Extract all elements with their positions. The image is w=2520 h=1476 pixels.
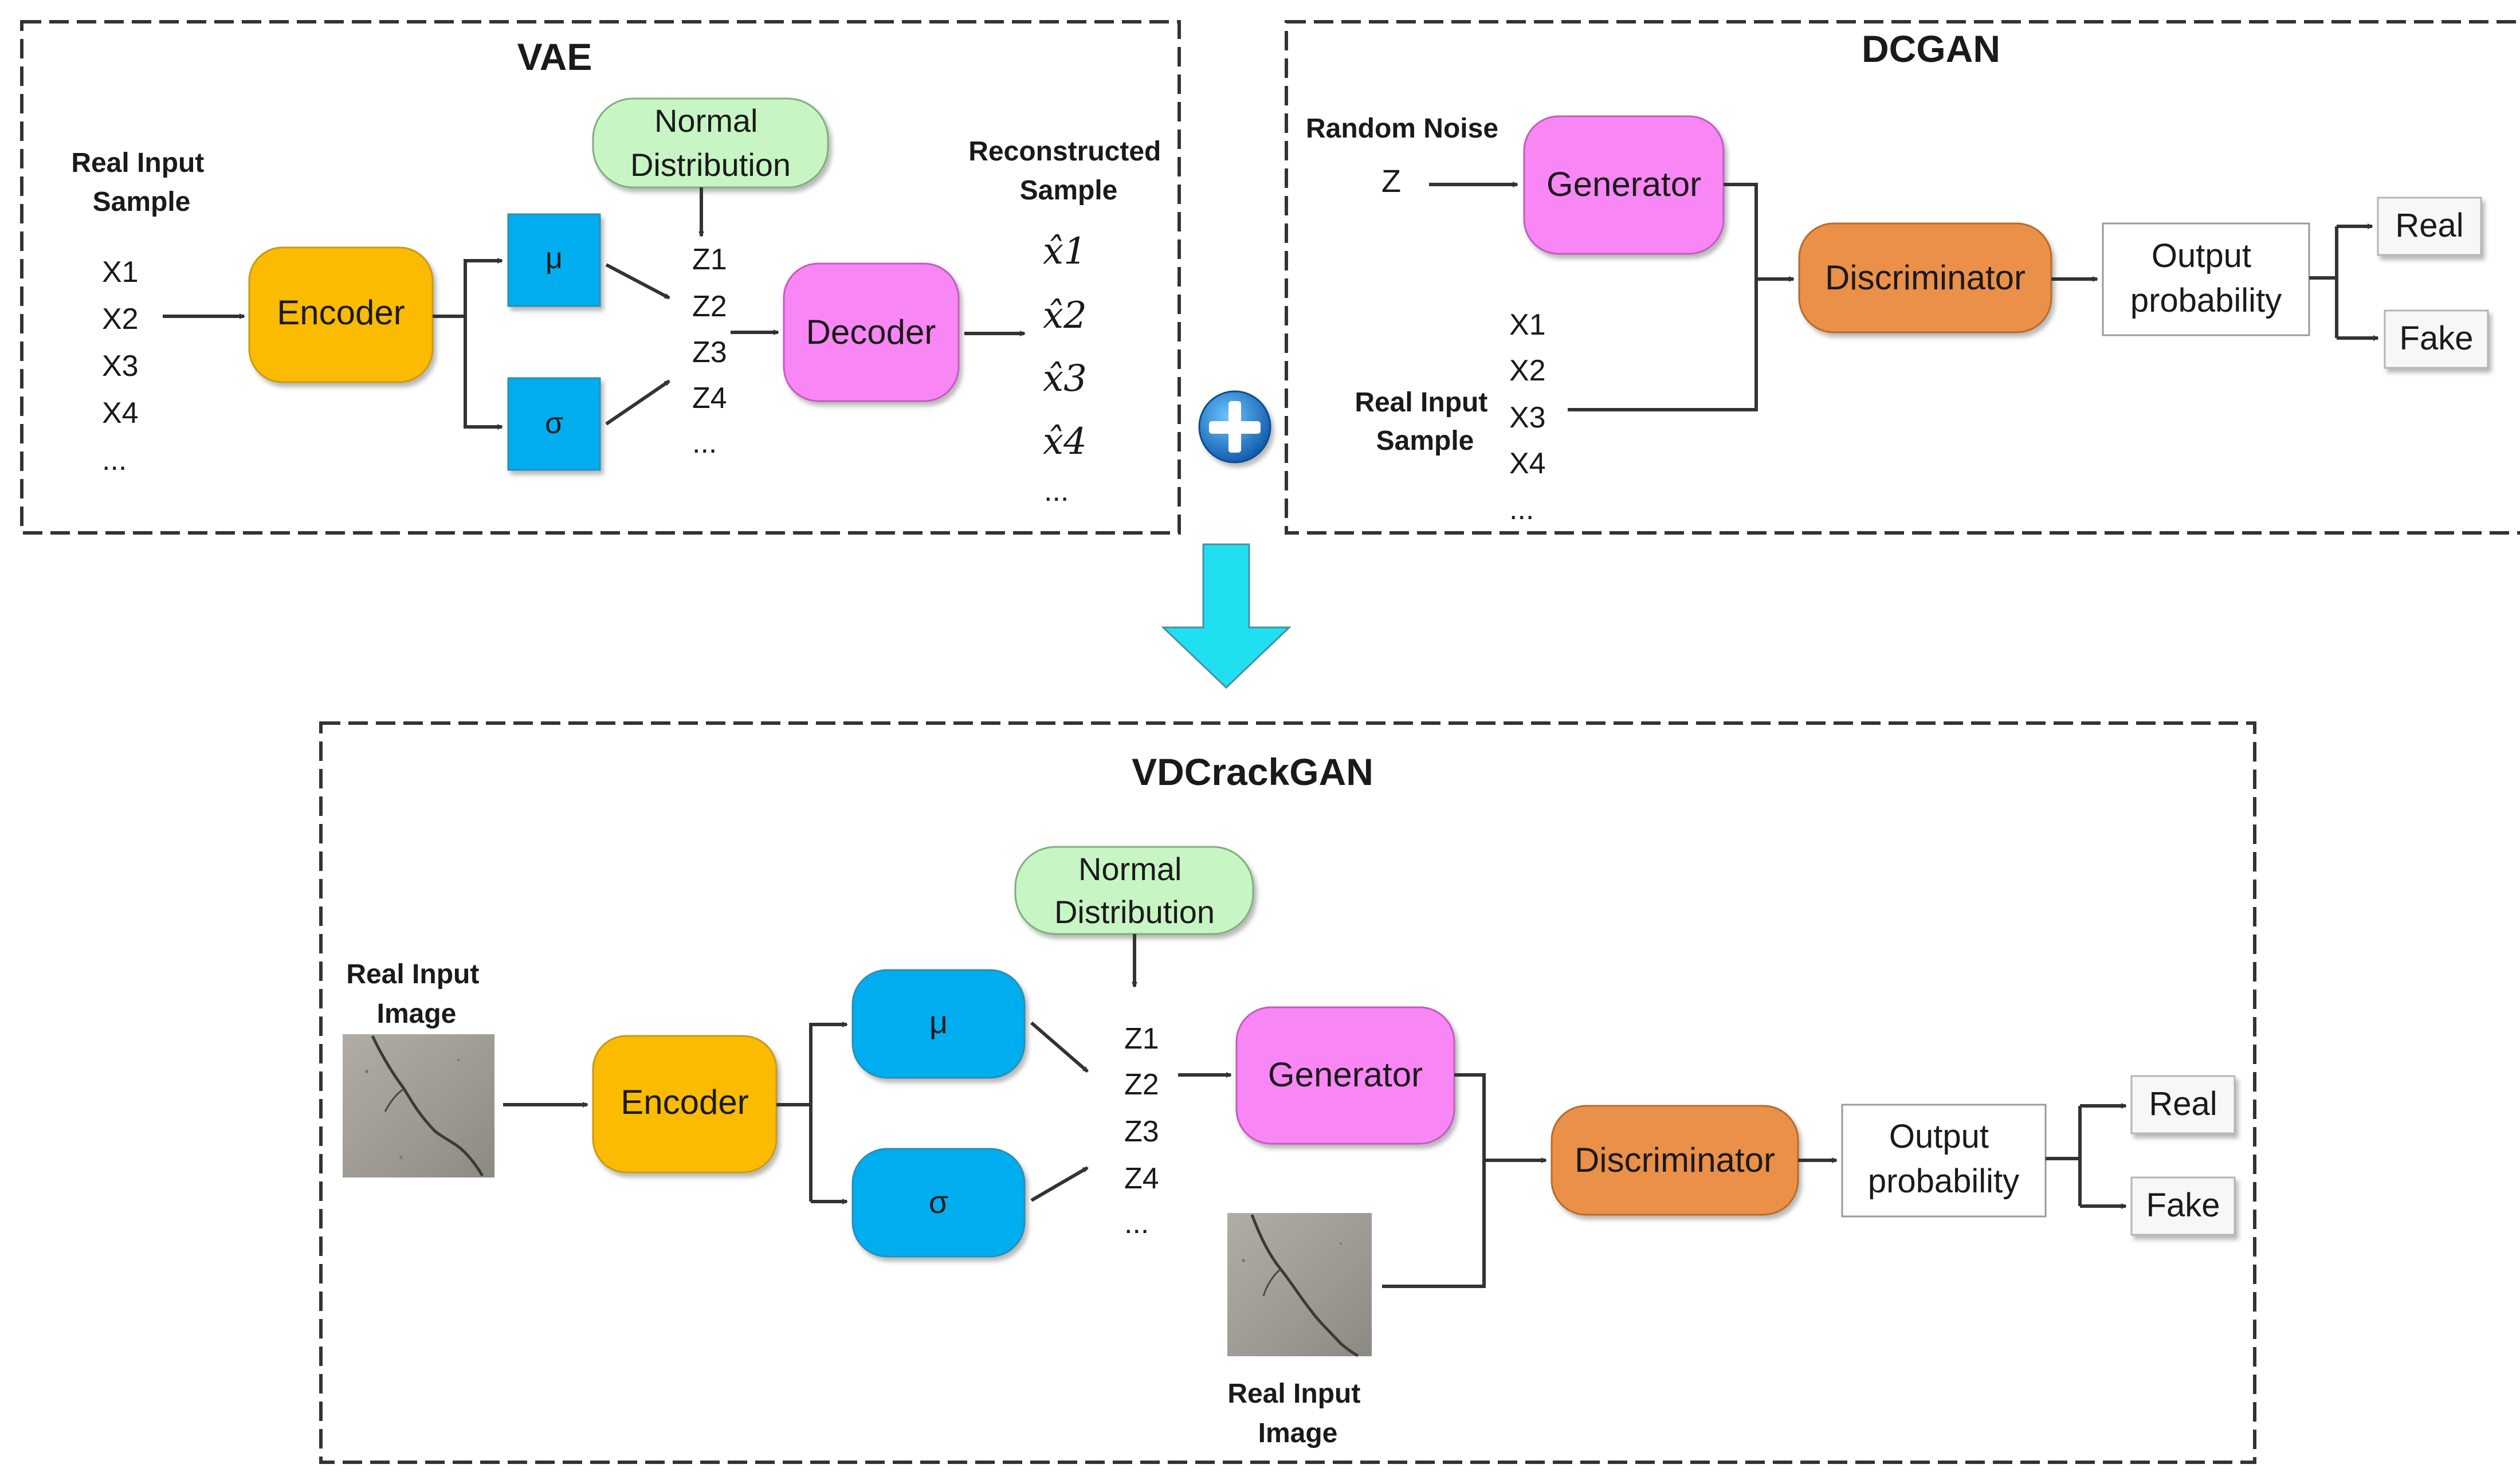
vae-decoder-box: [783, 262, 960, 402]
dcgan-real-label: Real: [2395, 207, 2463, 244]
plus-icon: [1198, 390, 1271, 464]
dcgan-fake-box: [2384, 309, 2489, 369]
vdc-sigma-box: [851, 1148, 1026, 1258]
vae-input-x3: X3: [102, 350, 139, 383]
dcgan-input-label: Real Input Sample: [1355, 387, 1495, 456]
vdc-discriminator-label: Discriminator: [1575, 1141, 1775, 1179]
vdc-output-label: Output probability: [1868, 1118, 2019, 1200]
vae-sigma-label: σ: [545, 407, 563, 440]
vdc-latent-ellipsis: ...: [1124, 1207, 1149, 1240]
dcgan-generator-label: Generator: [1546, 165, 1701, 203]
vae-decoder-label: Decoder: [806, 313, 936, 351]
vae-latent-z2: Z2: [692, 290, 727, 323]
vdc-latent-z4: Z4: [1124, 1162, 1159, 1195]
vdc-output-box: [1841, 1104, 2047, 1218]
dcgan-real-box: [2377, 197, 2482, 256]
dcgan-input-ellipsis: ...: [1509, 493, 1534, 526]
vdc-title: VDCrackGAN: [1132, 751, 1373, 793]
vdc-frame: [319, 721, 2256, 1464]
vdc-input-image: [343, 1034, 494, 1177]
vae-encoder-label: Encoder: [277, 293, 405, 332]
vdc-real-image: [1227, 1213, 1372, 1357]
vae-latent-z3: Z3: [692, 336, 727, 369]
dcgan-input-x1: X1: [1509, 308, 1546, 341]
vae-latent-z4: Z4: [692, 382, 727, 415]
dcgan-discriminator-label: Discriminator: [1825, 258, 2026, 297]
dcgan-input-x3: X3: [1509, 401, 1546, 434]
vae-sigma-box: [507, 377, 601, 471]
vae-input-label: Real Input Sample: [71, 148, 211, 217]
vdc-real-label: Real: [2149, 1085, 2217, 1122]
vdc-latent-z1: Z1: [1124, 1022, 1159, 1055]
vae-panel: VAE Real Input Sample X1 X2 X3 X4 ... En…: [20, 20, 1181, 535]
dcgan-fake-label: Fake: [2400, 320, 2474, 357]
dcgan-output-box: [2102, 222, 2310, 336]
vae-output-ellipsis: ...: [1044, 474, 1069, 508]
dcgan-output-label: Output probability: [2130, 237, 2282, 319]
vae-input-x4: X4: [102, 397, 139, 430]
dcgan-frame: [1285, 20, 2520, 535]
dcgan-input-x4: X4: [1509, 447, 1546, 480]
vae-latent-ellipsis: ...: [692, 426, 717, 460]
vdc-generator-label: Generator: [1268, 1055, 1423, 1094]
vae-output-x3: x̂3: [1043, 358, 1087, 400]
vae-latent-z1: Z1: [692, 243, 727, 276]
vdc-real-box: [2130, 1075, 2236, 1135]
dcgan-panel: DCGAN Random Noise Z Generator Discrimin…: [1285, 20, 2520, 535]
dcgan-noise-label: Random Noise: [1306, 113, 1498, 144]
vae-normal-label: Normal Distribution: [630, 103, 791, 183]
vae-input-x1: X1: [102, 256, 139, 289]
vae-output-x2: x̂2: [1043, 295, 1087, 337]
vae-output-x1: x̂1: [1043, 230, 1087, 273]
vdc-input-label: Real Input Image: [346, 959, 486, 1029]
vae-title: VAE: [517, 36, 592, 78]
vdc-latent-z2: Z2: [1124, 1068, 1159, 1101]
vdc-image-label: Real Input Image: [1227, 1379, 1368, 1448]
vae-frame: [20, 20, 1181, 535]
dcgan-inputs: X1 X2 X3 X4 ...: [1509, 308, 1546, 526]
vdc-encoder-label: Encoder: [621, 1083, 748, 1121]
vae-mu-box: [507, 213, 601, 307]
vae-output-label: Reconstructed Sample: [968, 136, 1168, 206]
vdc-panel: VDCrackGAN Real Input Image Encoder μ σ …: [319, 721, 2256, 1464]
vdc-fake-box: [2130, 1176, 2236, 1236]
vdc-latent-z3: Z3: [1124, 1115, 1159, 1148]
vae-inputs: X1 X2 X3 X4 ...: [102, 256, 139, 477]
dcgan-noise-var: Z: [1381, 163, 1401, 199]
vae-input-x2: X2: [102, 303, 139, 336]
vae-output-x4: x̂4: [1043, 421, 1087, 463]
vdc-fake-label: Fake: [2146, 1187, 2220, 1224]
vae-input-ellipsis: ...: [102, 443, 127, 477]
dcgan-input-x2: X2: [1509, 354, 1546, 387]
big-down-arrow: [1161, 543, 1292, 689]
vdc-mu-label: μ: [929, 1004, 948, 1040]
vae-mu-label: μ: [545, 242, 563, 275]
vae-normal-box: [592, 97, 829, 189]
vae-outputs: x̂1 x̂2 x̂3 x̂4: [1043, 230, 1087, 463]
vdc-sigma-label: σ: [929, 1184, 949, 1220]
vdc-normal-label: Normal Distribution: [1054, 851, 1215, 930]
vae-latent: Z1 Z2 Z3 Z4 ...: [692, 243, 727, 460]
vdc-mu-box: [851, 969, 1026, 1079]
dcgan-title: DCGAN: [1862, 28, 2000, 70]
vdc-latent: Z1 Z2 Z3 Z4 ...: [1124, 1022, 1159, 1240]
